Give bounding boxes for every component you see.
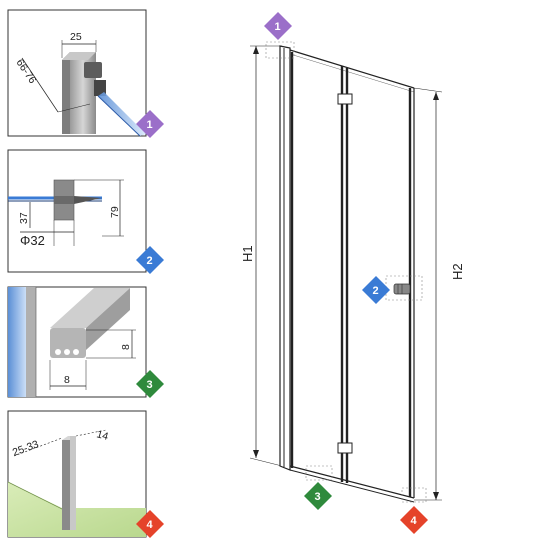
dim-8-horizontal: 8 [64,374,70,386]
svg-text:4: 4 [147,519,154,531]
marker-3-badge: 3 [304,482,332,510]
detail-panel-2: 79 37 Φ32 [7,149,147,273]
svg-text:2: 2 [147,255,153,267]
dim-8-vertical: 8 [120,344,132,350]
svg-text:4: 4 [411,515,418,527]
detail-panel-4: 25-33 14 [7,410,147,538]
svg-text:2: 2 [373,285,379,297]
svg-text:1: 1 [275,21,281,33]
svg-text:3: 3 [315,491,321,503]
dim-h2: H2 [450,263,465,280]
shower-door-main: H1 H2 [240,41,465,503]
marker-1-badge-small: 1 [136,110,164,138]
marker-3-badge-small: 3 [136,370,164,398]
dim-14: 14 [95,428,110,443]
marker-2-badge-small: 2 [136,246,164,274]
detail-panel-3: 8 8 [7,286,147,398]
dim-25: 25 [70,31,82,43]
dim-79: 79 [109,206,121,218]
marker-2-badge: 2 [362,276,390,304]
svg-text:1: 1 [147,119,153,131]
dim-h1: H1 [240,245,255,262]
marker-4-badge-small: 4 [136,510,164,538]
detail-panel-1: 25 66-76 [7,9,147,137]
marker-1-badge: 1 [264,12,292,40]
dim-37: 37 [18,212,30,224]
marker-4-badge: 4 [400,506,428,534]
svg-text:3: 3 [147,379,153,391]
dim-phi-32: Φ32 [20,233,45,248]
